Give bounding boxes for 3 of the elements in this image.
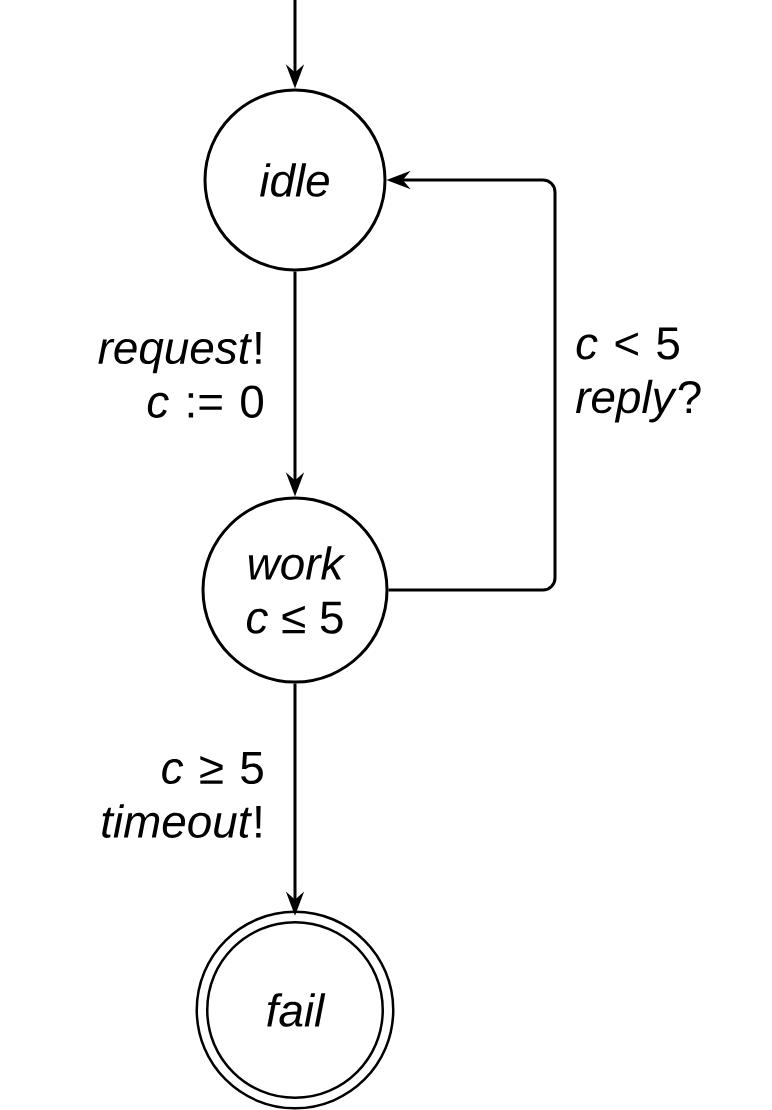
- edge-label: request! c := 0: [98, 332, 263, 418]
- edge-label: c ≥ 5 timeout!: [102, 752, 263, 838]
- edge-label: c < 5 reply?: [575, 327, 701, 423]
